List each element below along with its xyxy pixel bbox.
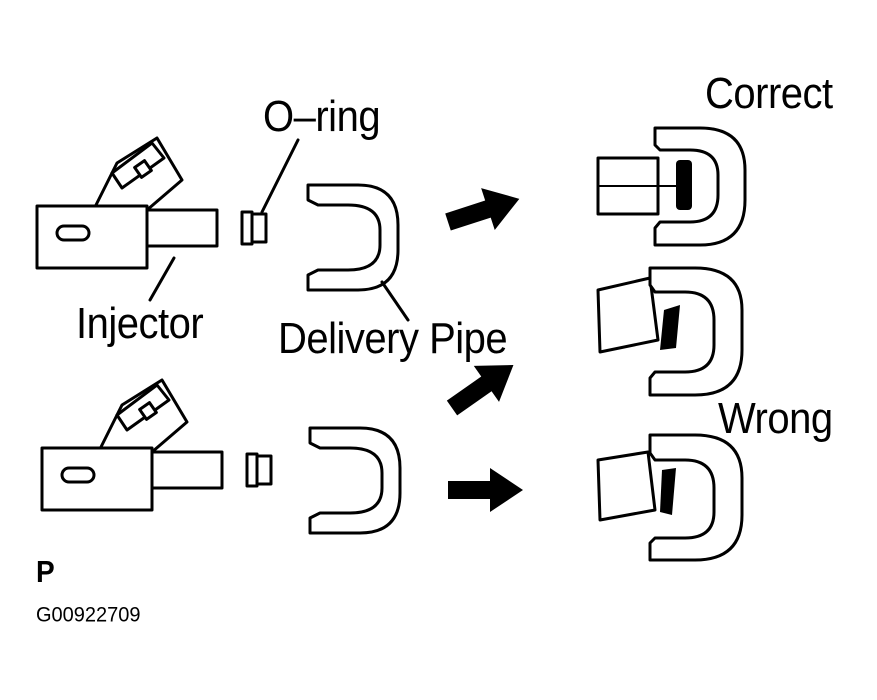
o-ring-label: O–ring [263,93,381,141]
assembly-wrong-pinched [596,433,744,562]
injector-label: Injector [76,300,204,348]
correct-label: Correct [705,70,833,118]
o-ring-leader-line [260,138,300,214]
arrow-upper [441,177,527,243]
arrow-lower [448,468,523,512]
injector-lower [40,378,273,512]
injector-leader-line [148,256,176,302]
assembly-wrong-tilted [596,266,744,397]
assembly-correct [596,126,747,247]
delivery-pipe-upper [306,183,400,292]
delivery-pipe-label: Delivery Pipe [278,315,508,363]
corner-mark: P [36,555,55,589]
injector-upper [35,136,268,270]
figure-code: G00922709 [36,603,141,627]
delivery-pipe-lower [308,426,402,535]
wrong-label: Wrong [718,395,833,443]
delivery-pipe-leader-line [380,280,410,322]
